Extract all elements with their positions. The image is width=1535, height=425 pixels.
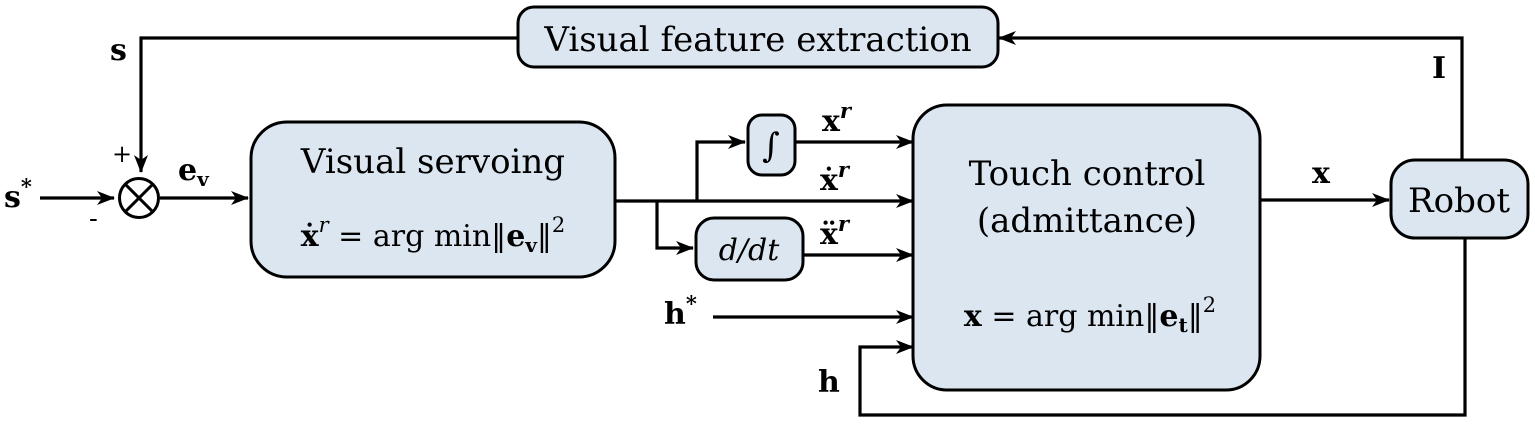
x-label: x: [1312, 156, 1331, 191]
derivative-label: d/dt: [719, 233, 781, 268]
robot-label: Robot: [1408, 181, 1510, 221]
h-label: h: [818, 365, 840, 400]
s-star-label: s*: [4, 174, 32, 215]
plus-sign: +: [112, 140, 132, 168]
xr-label: xr: [822, 98, 853, 139]
s-feedback-wire: [134, 36, 518, 173]
visual-servoing-equation: ẋr = arg min‖ev‖2: [301, 213, 566, 257]
visual-servoing-title: Visual servoing: [300, 142, 565, 182]
minus-sign: -: [89, 204, 98, 234]
integrator-symbol: ∫: [762, 126, 780, 166]
image-wire: [998, 31, 1464, 160]
feature-extraction-block: [516, 5, 1000, 69]
s-label: s: [110, 33, 127, 68]
integrator-block: [746, 113, 797, 177]
h-star-label: h*: [664, 291, 697, 332]
derivative-branch-wire: [655, 201, 694, 255]
image-label: I: [1432, 51, 1446, 86]
ev-label: ev: [178, 153, 210, 191]
touch-control-equation: x = arg min‖et‖2: [964, 293, 1216, 337]
h-feedback-wire: [858, 238, 1467, 417]
integrator-branch-wire: [695, 135, 746, 201]
touch-control-title-line2: (admittance): [977, 201, 1197, 241]
touch-control-block: [911, 103, 1262, 392]
feature-extraction-label: Visual feature extraction: [543, 20, 971, 60]
xr-ddot-label: ẍr: [820, 211, 851, 252]
summing-junction: [118, 177, 160, 219]
derivative-block: [694, 216, 805, 282]
robot-block: [1389, 158, 1530, 240]
xr-dot-label: ẋr: [820, 157, 851, 198]
visual-servoing-block: [249, 120, 617, 279]
touch-control-title-line1: Touch control: [969, 154, 1206, 194]
